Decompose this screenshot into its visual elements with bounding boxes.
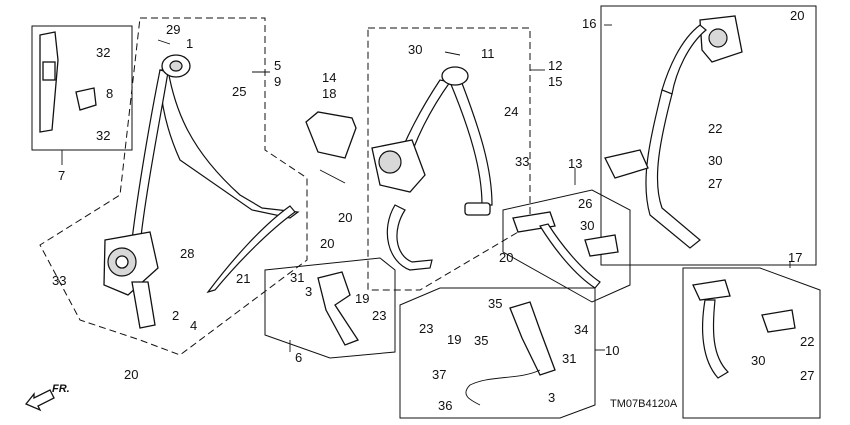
callout-23: 23	[372, 308, 386, 323]
callout-20: 20	[338, 210, 352, 225]
callout-8: 8	[106, 86, 113, 101]
callout-23: 23	[419, 321, 433, 336]
group-outline-16	[600, 5, 817, 266]
callout-32: 32	[96, 128, 110, 143]
callout-37: 37	[432, 367, 446, 382]
callout-22: 22	[708, 121, 722, 136]
callout-35: 35	[488, 296, 502, 311]
callout-15: 15	[548, 74, 562, 89]
callout-2: 2	[172, 308, 179, 323]
callout-30: 30	[751, 353, 765, 368]
callout-32: 32	[96, 45, 110, 60]
callout-31: 31	[290, 270, 304, 285]
group-outline-10	[399, 287, 596, 419]
callout-12: 12	[548, 58, 562, 73]
callout-30: 30	[580, 218, 594, 233]
callout-18: 18	[322, 86, 336, 101]
callout-31: 31	[562, 351, 576, 366]
front-direction-label: FR.	[52, 383, 70, 395]
callout-34: 34	[574, 322, 588, 337]
callout-19: 19	[355, 291, 369, 306]
callout-3: 3	[548, 390, 555, 405]
callout-21: 21	[236, 271, 250, 286]
buckle-10-part	[465, 301, 556, 406]
center-retractor-assembly	[371, 66, 493, 271]
front-retractor-assembly	[103, 54, 300, 329]
leader-lines	[61, 24, 791, 352]
callout-29: 29	[166, 22, 180, 37]
callout-36: 36	[438, 398, 452, 413]
callout-10: 10	[605, 343, 619, 358]
callout-9: 9	[274, 74, 281, 89]
rear-retractor-assembly	[604, 15, 743, 249]
callout-24: 24	[504, 104, 518, 119]
callout-3: 3	[305, 284, 312, 299]
callout-16: 16	[582, 16, 596, 31]
callout-30: 30	[408, 42, 422, 57]
callout-7: 7	[58, 168, 65, 183]
callout-4: 4	[190, 318, 197, 333]
callout-20: 20	[790, 8, 804, 23]
callout-14: 14	[322, 70, 336, 85]
diagram-code: TM07B4120A	[610, 398, 678, 410]
lap-belt-13	[512, 211, 619, 289]
callout-35: 35	[474, 333, 488, 348]
callout-11: 11	[481, 46, 495, 61]
callout-6: 6	[295, 350, 302, 365]
callout-13: 13	[568, 156, 582, 171]
callout-30: 30	[708, 153, 722, 168]
front-direction-arrow	[24, 389, 55, 412]
callout-labels: 1 2 3 3 4 5 9 6 7 8 10 11 12 15 13 14 18…	[52, 8, 814, 413]
callout-1: 1	[186, 36, 193, 51]
callout-19: 19	[447, 332, 461, 347]
group-outline-5-9	[39, 17, 308, 356]
callout-27: 27	[708, 176, 722, 191]
callout-33: 33	[52, 273, 66, 288]
group-outline-6	[264, 257, 396, 359]
buckle-6-part	[317, 271, 359, 346]
callout-20: 20	[499, 250, 513, 265]
group-outline-12-15	[367, 27, 531, 291]
callout-20: 20	[124, 367, 138, 382]
callout-17: 17	[788, 250, 802, 265]
callout-25: 25	[232, 84, 246, 99]
callout-28: 28	[180, 246, 194, 261]
buckle-cover-part	[305, 111, 357, 159]
callout-5: 5	[274, 58, 281, 73]
callout-26: 26	[578, 196, 592, 211]
callout-27: 27	[800, 368, 814, 383]
callout-33: 33	[515, 154, 529, 169]
group-outline-13	[502, 189, 631, 303]
lap-belt-17	[692, 279, 796, 379]
anchor-bracket-group	[39, 31, 97, 133]
callout-20: 20	[320, 236, 334, 251]
callout-22: 22	[800, 334, 814, 349]
group-outline-17	[682, 267, 821, 419]
